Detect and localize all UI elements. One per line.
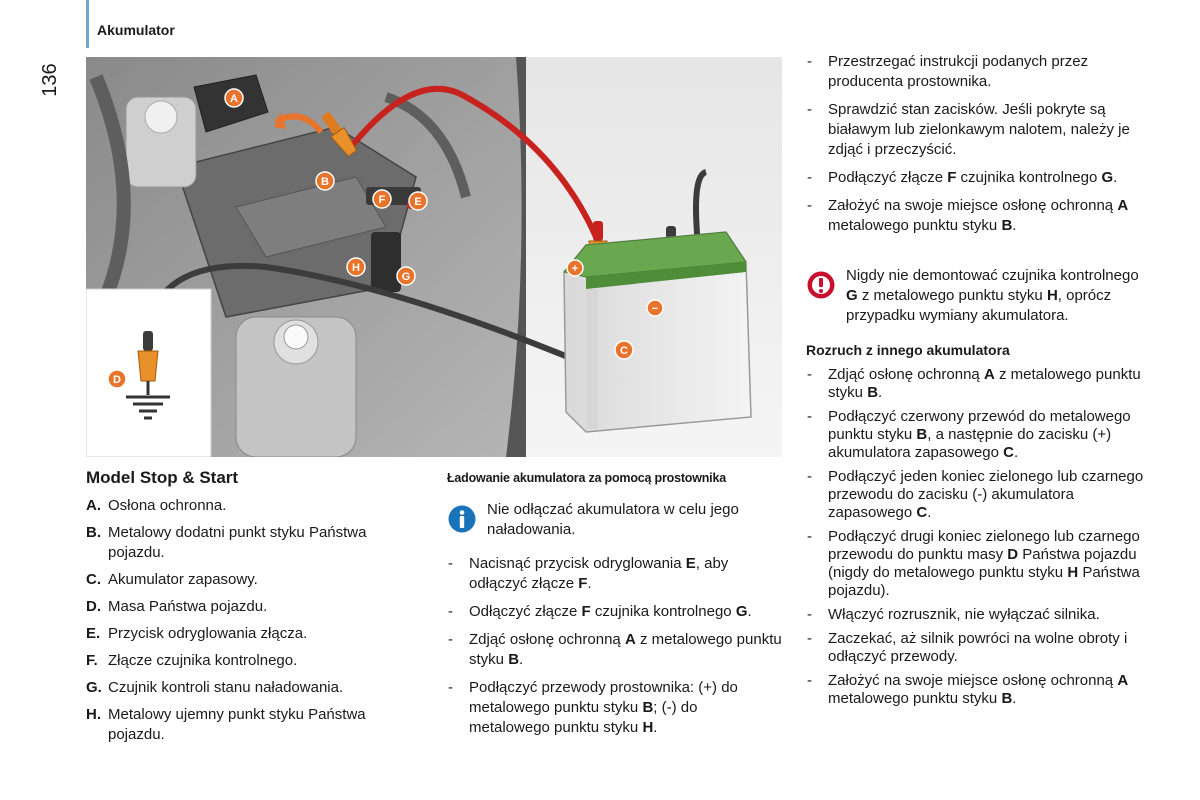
legend-item-text: Złącze czujnika kontrolnego. [108, 652, 298, 669]
svg-text:C: C [620, 345, 628, 357]
jump-start-step: Zdjąć osłonę ochronną A z metalowego pun… [806, 366, 1146, 402]
callout-h: H [346, 257, 366, 277]
legend-item-label: C. [86, 571, 101, 588]
legend-item-label: E. [86, 625, 101, 642]
jump-start-steps: Zdjąć osłonę ochronną A z metalowego pun… [806, 366, 1146, 708]
jump-start-step: Zaczekać, aż silnik powróci na wolne obr… [806, 630, 1146, 666]
charging-column: Ładowanie akumulatora za pomocą prostown… [447, 468, 782, 746]
callout-a: A [224, 88, 244, 108]
legend-item: F. Złącze czujnika kontrolnego. [86, 651, 416, 671]
charging-step: Założyć na swoje miejsce osłonę ochronną… [806, 196, 1146, 236]
legend-list: A. Osłona ochronna. B. Metalowy dodatni pun… [86, 496, 416, 745]
jump-start-title: Rozruch z innego akumulatora [806, 342, 1010, 358]
info-note: Nie odłączać akumulatora w celu jego nał… [447, 500, 782, 540]
legend-item-label: D. [86, 598, 101, 615]
legend-item-label: H. [86, 706, 101, 723]
jump-start-step: Podłączyć czerwony przewód do metalowego… [806, 408, 1146, 462]
callout-e: E [408, 191, 428, 211]
legend-item-text: Metalowy dodatni punkt styku Państwa poj… [108, 524, 367, 561]
minus-terminal-marker: − [646, 299, 664, 317]
svg-text:−: − [652, 303, 658, 315]
svg-text:+: + [572, 263, 578, 275]
charging-steps: Nacisnąć przycisk odryglowania E, aby od… [447, 554, 782, 738]
charging-step: Sprawdzić stan zacisków. Jeśli pokryte s… [806, 100, 1146, 160]
jump-start-step: Założyć na swoje miejsce osłonę ochronną… [806, 672, 1146, 708]
svg-text:D: D [113, 374, 121, 386]
legend-item-label: F. [86, 652, 98, 669]
charging-title: Ładowanie akumulatora za pomocą prostown… [447, 471, 726, 485]
charging-step: Odłączyć złącze F czujnika kontrolnego G… [447, 602, 782, 622]
svg-text:A: A [230, 93, 238, 105]
legend-item-text: Metalowy ujemny punkt styku Państwa poja… [108, 706, 366, 743]
charging-step: Zdjąć osłonę ochronną A z metalowego pun… [447, 630, 782, 670]
warning-note: Nigdy nie demontować czujnika kontrolneg… [806, 266, 1146, 326]
legend-item: E. Przycisk odryglowania złącza. [86, 624, 416, 644]
charging-step: Podłączyć złącze F czujnika kontrolnego … [806, 168, 1146, 188]
callout-b: B [315, 171, 335, 191]
warning-note-text: Nigdy nie demontować czujnika kontrolneg… [846, 267, 1139, 324]
page-number: 136 [39, 63, 61, 97]
legend-item: H. Metalowy ujemny punkt styku Państwa po… [86, 705, 416, 745]
legend-item: A. Osłona ochronna. [86, 496, 416, 516]
legend-item-text: Przycisk odryglowania złącza. [108, 625, 308, 642]
charging-step: Nacisnąć przycisk odryglowania E, aby od… [447, 554, 782, 594]
legend-item: B. Metalowy dodatni punkt styku Państwa p… [86, 523, 416, 563]
callout-d: D [107, 369, 127, 389]
svg-text:G: G [402, 271, 411, 283]
callout-f: F [372, 189, 392, 209]
legend-item-text: Osłona ochronna. [108, 497, 227, 514]
jump-start-step: Podłączyć drugi koniec zielonego lub cza… [806, 528, 1146, 600]
legend-item-label: B. [86, 524, 101, 541]
info-note-text: Nie odłączać akumulatora w celu jego nał… [487, 501, 739, 538]
svg-text:E: E [414, 196, 421, 208]
jump-start-step: Podłączyć jeden koniec zielonego lub cza… [806, 468, 1146, 522]
callout-c: C [614, 340, 634, 360]
model-title: Model Stop & Start [86, 468, 239, 487]
charging-step: Podłączyć przewody prostownika: (+) do m… [447, 678, 782, 738]
svg-text:B: B [321, 176, 329, 188]
legend-item: G. Czujnik kontroli stanu naładowania. [86, 678, 416, 698]
legend-item-label: G. [86, 679, 102, 696]
info-icon [448, 505, 476, 533]
header-accent-bar [86, 0, 89, 48]
charging-step: Przestrzegać instrukcji podanych przez p… [806, 52, 1146, 92]
charging-steps-continued: Przestrzegać instrukcji podanych przez p… [806, 52, 1146, 236]
legend-item-text: Czujnik kontroli stanu naładowania. [108, 679, 344, 696]
legend-item-text: Masa Państwa pojazdu. [108, 598, 268, 615]
legend-item: C. Akumulator zapasowy. [86, 570, 416, 590]
plus-terminal-marker: + [566, 259, 584, 277]
warning-icon [807, 271, 835, 299]
svg-text:F: F [379, 194, 386, 206]
right-column: Przestrzegać instrukcji podanych przez p… [806, 52, 1146, 714]
svg-text:H: H [352, 262, 360, 274]
legend-item-label: A. [86, 497, 101, 514]
battery-illustration: A B F E H G D C + − [86, 57, 782, 457]
legend-item-text: Akumulator zapasowy. [108, 571, 258, 588]
jump-start-step: Włączyć rozrusznik, nie wyłączać silnika… [806, 606, 1146, 624]
section-title: Akumulator [97, 22, 175, 38]
callout-g: G [396, 266, 416, 286]
legend-column: Model Stop & Start A. Osłona ochronna. B. M… [86, 468, 416, 752]
legend-item: D. Masa Państwa pojazdu. [86, 597, 416, 617]
